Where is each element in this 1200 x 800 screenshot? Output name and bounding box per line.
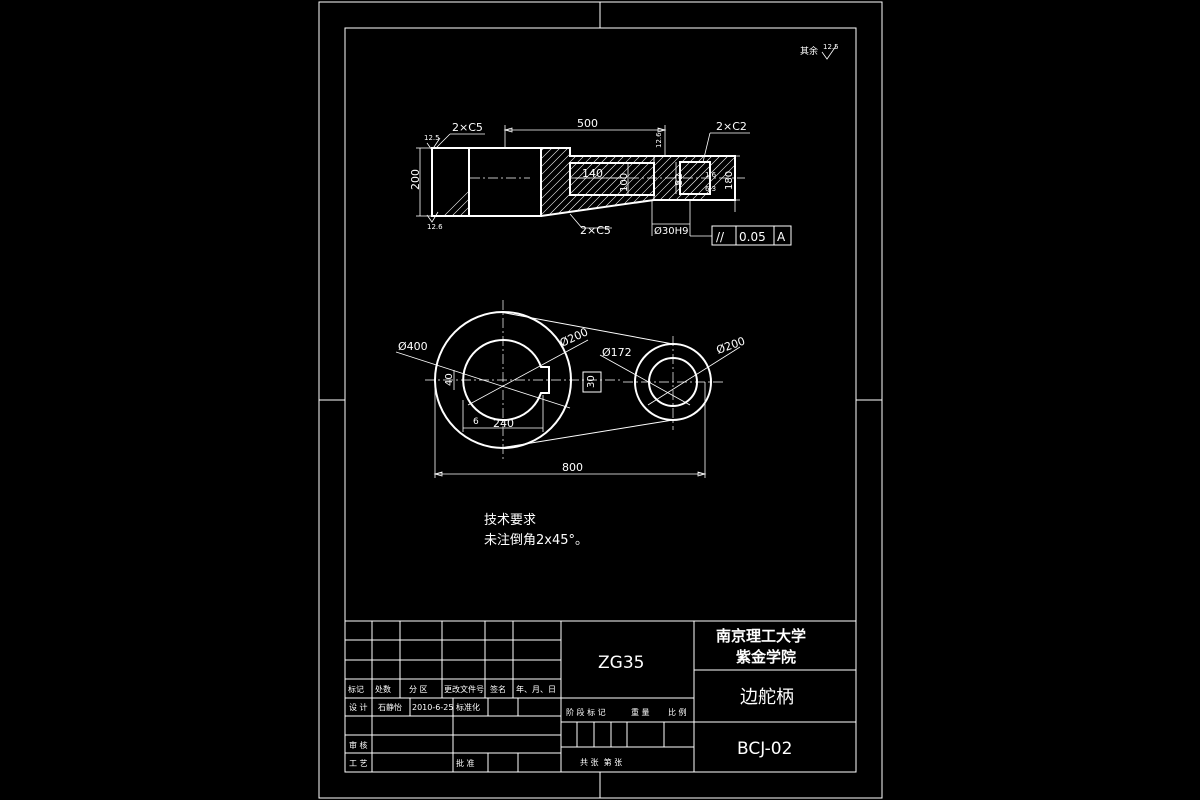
sheet-label: 共 张 第 张 <box>580 757 622 767</box>
rev-header-count: 处数 <box>375 684 391 694</box>
chamfer-right: 2×C2 <box>716 120 747 133</box>
dim-240: 240 <box>493 417 514 430</box>
rev-header-date: 年、月、日 <box>516 684 556 694</box>
school-line2: 紫金学院 <box>736 648 796 666</box>
tolerance-symbol: // <box>716 230 725 244</box>
dim-140: 140 <box>582 167 603 180</box>
tolerance-datum: A <box>777 230 786 244</box>
stage-header-scale: 比 例 <box>668 707 687 717</box>
stage-header-mark: 阶 段 标 记 <box>566 707 606 717</box>
part-name: 边舵柄 <box>740 687 794 708</box>
designer-name: 石静怡 <box>378 702 402 712</box>
keyed-bore <box>462 339 550 421</box>
dim-200: 200 <box>409 169 422 190</box>
left-bore <box>468 147 542 217</box>
tolerance-frame: // 0.05 A <box>690 225 792 246</box>
dim-500: 500 <box>577 117 598 130</box>
surface-note: 其余 12.5 <box>800 43 839 60</box>
rev-header-zone: 分 区 <box>409 685 428 694</box>
title-block: 标记 处数 分 区 更改文件号 签名 年、月、日 设 计 石静怡 2010-6-… <box>344 620 857 773</box>
tech-req-title: 技术要求 <box>484 513 536 528</box>
design-date: 2010-6-25 <box>412 703 453 712</box>
rough-right-bottom: 6.3 <box>705 185 716 193</box>
chamfer-left: 2×C5 <box>452 121 483 134</box>
rev-header-doc: 更改文件号 <box>444 684 484 694</box>
tech-requirements: 技术要求 未注倒角2x45°。 <box>484 513 588 548</box>
design-label: 设 计 <box>349 702 368 712</box>
process-label: 工 艺 <box>349 759 368 768</box>
dia-hole: Ø172 <box>602 346 632 359</box>
slot <box>582 371 602 393</box>
rough-left-bottom: 12.6 <box>427 223 443 231</box>
rev-header-mark: 标记 <box>348 684 364 694</box>
dim-40: 40 <box>444 373 455 386</box>
review-label: 审 核 <box>349 740 368 750</box>
roughness-symbol-icon <box>821 45 837 60</box>
dim-82: 82 <box>674 173 685 186</box>
approve-label: 批 准 <box>456 758 475 768</box>
surface-note-value: 12.5 <box>823 43 839 51</box>
drawing-no: BCJ-02 <box>737 739 792 759</box>
dia-outer-left: Ø400 <box>398 340 428 353</box>
plan-view: Ø400 Ø200 Ø172 Ø200 40 30 6 240 800 <box>395 300 747 478</box>
bore-fit: Ø30H9 <box>654 225 688 237</box>
dim-180: 180 <box>724 171 735 190</box>
dia-inner-left: Ø200 <box>558 325 590 349</box>
rev-header-sign: 签名 <box>490 684 506 694</box>
mark-6: 6 <box>473 417 479 427</box>
std-label: 标准化 <box>456 702 480 712</box>
dim-100: 100 <box>619 173 630 192</box>
section-view: 500 200 12.5 12.6 2×C5 2×C5 2×C2 140 100… <box>409 117 792 246</box>
rough-left-top: 12.5 <box>424 134 440 142</box>
rough-right-top: 1.6 <box>705 171 717 179</box>
tolerance-value: 0.05 <box>739 230 766 244</box>
stage-header-weight: 重 量 <box>631 707 650 717</box>
dia-right: Ø200 <box>715 334 747 356</box>
dim-800: 800 <box>562 461 583 474</box>
rough-top-small: 12.6 <box>655 132 663 148</box>
dim-30: 30 <box>586 375 597 388</box>
section-outline <box>431 147 736 217</box>
school-line1: 南京理工大学 <box>716 627 806 645</box>
material: ZG35 <box>598 653 644 673</box>
surface-note-label: 其余 <box>800 45 818 57</box>
chamfer-bottom: 2×C5 <box>580 224 611 237</box>
tech-req-line1: 未注倒角2x45°。 <box>484 533 588 548</box>
